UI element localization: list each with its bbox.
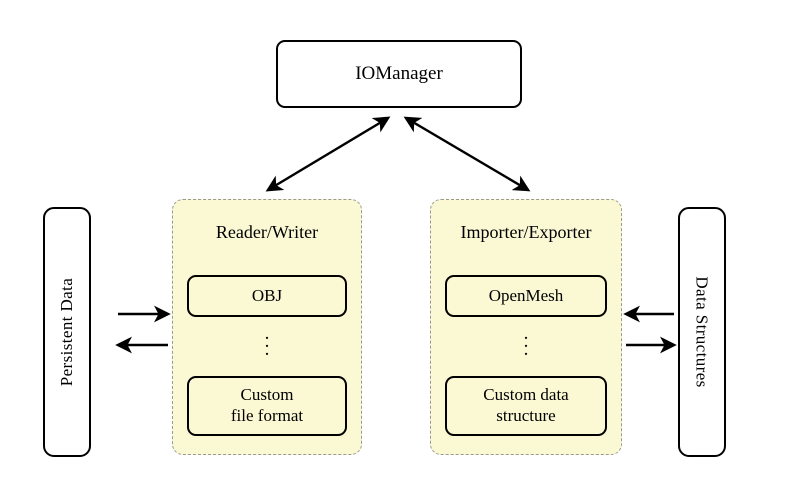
ellipsis-dot: . (523, 323, 529, 344)
group-importer-exporter-title: Importer/Exporter (460, 222, 592, 242)
data-structures-label: Data Structures (693, 276, 713, 388)
item-custom-data-structure-line1: Custom data (483, 385, 569, 405)
item-custom-file-format[interactable]: Custom file format (187, 376, 347, 436)
item-obj[interactable]: OBJ (187, 275, 347, 317)
io-manager-node[interactable]: IOManager (276, 40, 522, 108)
importer-exporter-ellipsis: . . . (431, 323, 621, 360)
arrow-readerwriter-iomanager (265, 116, 391, 192)
io-manager-label: IOManager (355, 62, 443, 84)
item-custom-file-format-line1: Custom (240, 385, 294, 405)
ellipsis-dot: . (523, 339, 529, 360)
data-structures-node[interactable]: Data Structures (678, 207, 726, 457)
item-custom-data-structure[interactable]: Custom data structure (445, 376, 607, 436)
item-custom-data-structure-line2: structure (496, 406, 556, 425)
ellipsis-dot: . (523, 331, 529, 352)
group-reader-writer-title: Reader/Writer (215, 222, 319, 242)
persistent-data-label: Persistent Data (56, 277, 76, 387)
item-openmesh[interactable]: OpenMesh (445, 275, 607, 317)
ellipsis-dot: . (264, 323, 270, 344)
item-obj-label: OBJ (251, 285, 283, 305)
group-reader-writer[interactable]: Reader/Writer OBJ . . . Custom file form… (172, 199, 362, 455)
ellipsis-dot: . (264, 339, 270, 360)
ellipsis-dot: . (264, 331, 270, 352)
persistent-data-node[interactable]: Persistent Data (43, 207, 91, 457)
item-openmesh-label: OpenMesh (488, 285, 564, 305)
group-importer-exporter[interactable]: Importer/Exporter OpenMesh . . . Custom … (430, 199, 622, 455)
reader-writer-ellipsis: . . . (173, 323, 361, 360)
item-custom-file-format-line2: file format (230, 406, 304, 425)
arrow-importerexporter-iomanager (403, 116, 531, 192)
